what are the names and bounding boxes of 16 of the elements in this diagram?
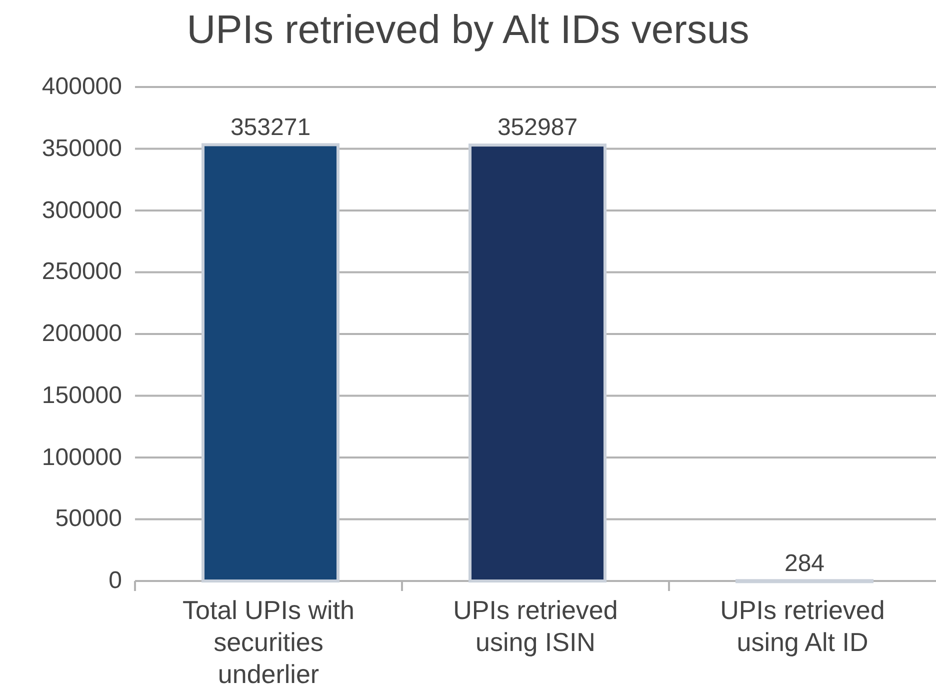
axis-tick-label: 50000 (54, 504, 122, 534)
axis-tick-label: 0 (108, 566, 122, 596)
category-label: UPIs retrieved using ISIN (452, 594, 619, 658)
axis-tick-label: 150000 (40, 380, 122, 411)
data-label: 352987 (496, 113, 579, 144)
axis-tick-label: 400000 (40, 72, 122, 102)
axis-tick-label: 200000 (40, 319, 122, 349)
category-label: Total UPIs with securities underlier (182, 594, 356, 690)
data-label: 284 (783, 548, 826, 579)
category-label: UPIs retrieved using Alt ID (719, 594, 886, 658)
axis-tick-label: 300000 (40, 196, 122, 226)
data-label: 353271 (229, 112, 312, 143)
axis-tick-label: 250000 (40, 257, 122, 288)
axis-tick-label: 350000 (40, 134, 122, 164)
chart-title: UPIs retrieved by Alt IDs versus (186, 8, 750, 53)
axis-tick-label: 100000 (40, 442, 122, 472)
